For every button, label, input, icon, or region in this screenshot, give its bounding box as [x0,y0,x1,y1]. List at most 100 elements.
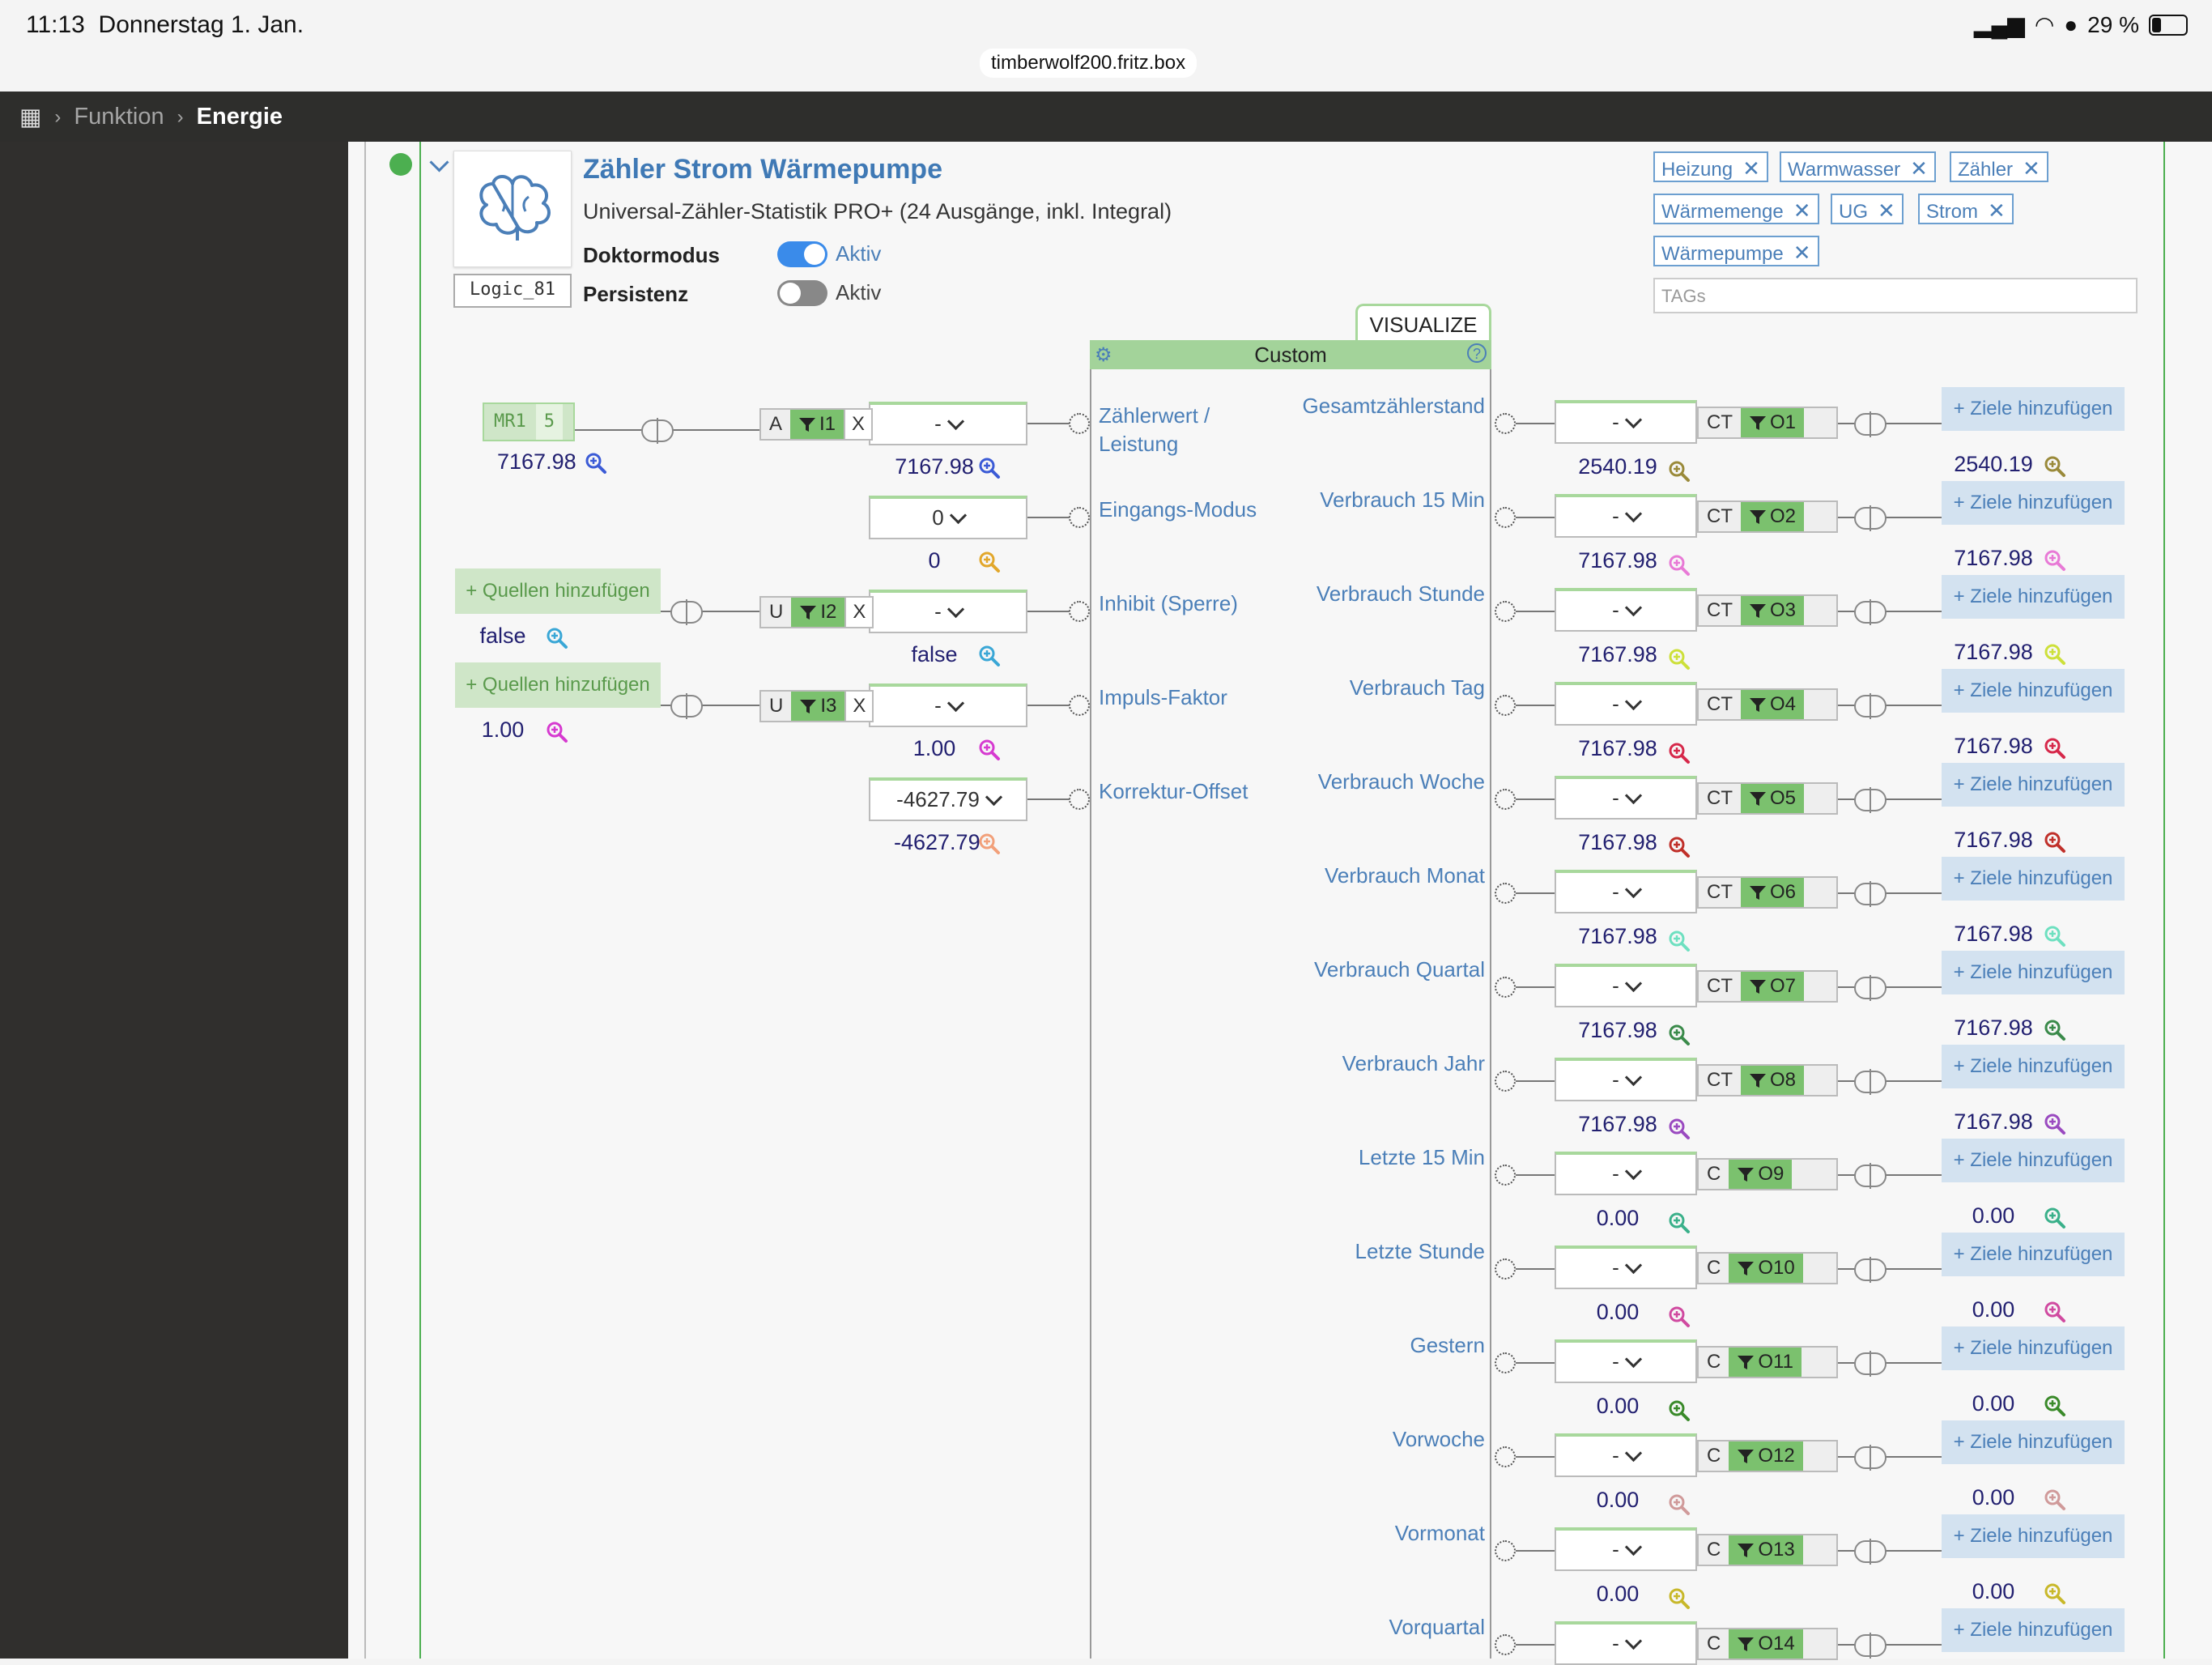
output-dropdown[interactable]: - [1555,964,1697,1007]
add-target-button[interactable]: + Ziele hinzufügen [1942,387,2125,431]
plug-icon[interactable] [670,693,703,719]
input-port[interactable] [1069,601,1090,622]
input-dropdown[interactable]: - [869,590,1027,633]
zoom-icon[interactable] [2044,737,2066,760]
output-port[interactable] [1495,1352,1516,1373]
output-dropdown[interactable]: - [1555,1433,1697,1477]
tag-2[interactable]: Zähler✕ [1950,151,2048,182]
output-dropdown[interactable]: - [1555,1152,1697,1195]
zoom-icon[interactable] [2044,1582,2066,1605]
input-port[interactable] [1069,695,1090,716]
tag-0[interactable]: Heizung✕ [1653,151,1768,182]
node-title[interactable]: Zähler Strom Wärmepumpe [583,154,942,185]
zoom-icon[interactable] [1668,1587,1691,1610]
add-target-button[interactable]: + Ziele hinzufügen [1942,1420,2125,1464]
add-source-button[interactable]: + Quellen hinzufügen [455,568,661,614]
plug-icon[interactable] [1854,1257,1887,1283]
zoom-icon[interactable] [2044,549,2066,572]
plug-icon[interactable] [1854,1633,1887,1659]
url-field[interactable]: timberwolf200.fritz.box [980,49,1197,78]
output-dropdown[interactable]: - [1555,1246,1697,1289]
zoom-icon[interactable] [546,627,568,649]
plug-icon[interactable] [1854,1163,1887,1189]
output-dropdown[interactable]: - [1555,1621,1697,1665]
output-port[interactable] [1495,883,1516,904]
zoom-icon[interactable] [2044,455,2066,478]
output-port[interactable] [1495,789,1516,810]
zoom-icon[interactable] [978,645,1001,667]
plug-icon[interactable] [1854,1069,1887,1095]
persistenz-toggle[interactable] [777,280,827,306]
input-dropdown[interactable]: - [869,402,1027,445]
input-port[interactable] [1069,789,1090,810]
zoom-icon[interactable] [978,739,1001,761]
add-target-button[interactable]: + Ziele hinzufügen [1942,481,2125,525]
tag-1[interactable]: Warmwasser✕ [1780,151,1936,182]
plug-icon[interactable] [670,599,703,625]
zoom-icon[interactable] [2044,1113,2066,1135]
plug-icon[interactable] [1854,881,1887,907]
add-target-button[interactable]: + Ziele hinzufügen [1942,763,2125,807]
input-port[interactable] [1069,413,1090,434]
zoom-icon[interactable] [1668,1211,1691,1234]
output-port[interactable] [1495,1634,1516,1655]
zoom-icon[interactable] [1668,1305,1691,1328]
zoom-icon[interactable] [978,457,1001,479]
help-icon[interactable]: ? [1467,343,1487,363]
unlink-icon[interactable]: X [844,598,873,627]
add-target-button[interactable]: + Ziele hinzufügen [1942,575,2125,619]
zoom-icon[interactable] [2044,1488,2066,1511]
output-port[interactable] [1495,1446,1516,1467]
add-target-button[interactable]: + Ziele hinzufügen [1942,1045,2125,1088]
breadcrumb-funktion[interactable]: Funktion [74,104,164,130]
unlink-icon[interactable]: X [844,410,872,439]
close-icon[interactable]: ✕ [1878,198,1895,223]
output-port[interactable] [1495,413,1516,434]
tag-5[interactable]: Strom✕ [1918,194,2014,224]
close-icon[interactable]: ✕ [1910,156,1928,181]
gear-icon[interactable]: ⚙ [1095,344,1112,366]
zoom-icon[interactable] [2044,1019,2066,1041]
tag-4[interactable]: UG✕ [1831,194,1904,224]
zoom-icon[interactable] [1668,742,1691,764]
close-icon[interactable]: ✕ [2023,156,2040,181]
plug-icon[interactable] [1854,975,1887,1001]
zoom-icon[interactable] [978,832,1001,855]
zoom-icon[interactable] [2044,1207,2066,1229]
output-port[interactable] [1495,1071,1516,1092]
zoom-icon[interactable] [1668,1024,1691,1046]
plug-icon[interactable] [1854,599,1887,625]
input-port[interactable] [1069,507,1090,528]
output-port[interactable] [1495,507,1516,528]
zoom-icon[interactable] [546,721,568,743]
zoom-icon[interactable] [1668,554,1691,577]
add-source-button[interactable]: + Quellen hinzufügen [455,662,661,708]
input-dropdown[interactable]: - [869,683,1027,727]
plug-icon[interactable] [1854,411,1887,437]
zoom-icon[interactable] [2044,831,2066,854]
output-dropdown[interactable]: - [1555,588,1697,632]
add-target-button[interactable]: + Ziele hinzufügen [1942,951,2125,994]
plug-icon[interactable] [1854,505,1887,531]
output-dropdown[interactable]: - [1555,1058,1697,1101]
add-target-button[interactable]: + Ziele hinzufügen [1942,1326,2125,1370]
output-port[interactable] [1495,977,1516,998]
close-icon[interactable]: ✕ [1742,156,1760,181]
zoom-icon[interactable] [978,551,1001,573]
zoom-icon[interactable] [1668,460,1691,483]
output-dropdown[interactable]: - [1555,1339,1697,1383]
close-icon[interactable]: ✕ [1988,198,2006,223]
add-target-button[interactable]: + Ziele hinzufügen [1942,857,2125,901]
zoom-icon[interactable] [585,452,607,475]
zoom-icon[interactable] [2044,643,2066,666]
